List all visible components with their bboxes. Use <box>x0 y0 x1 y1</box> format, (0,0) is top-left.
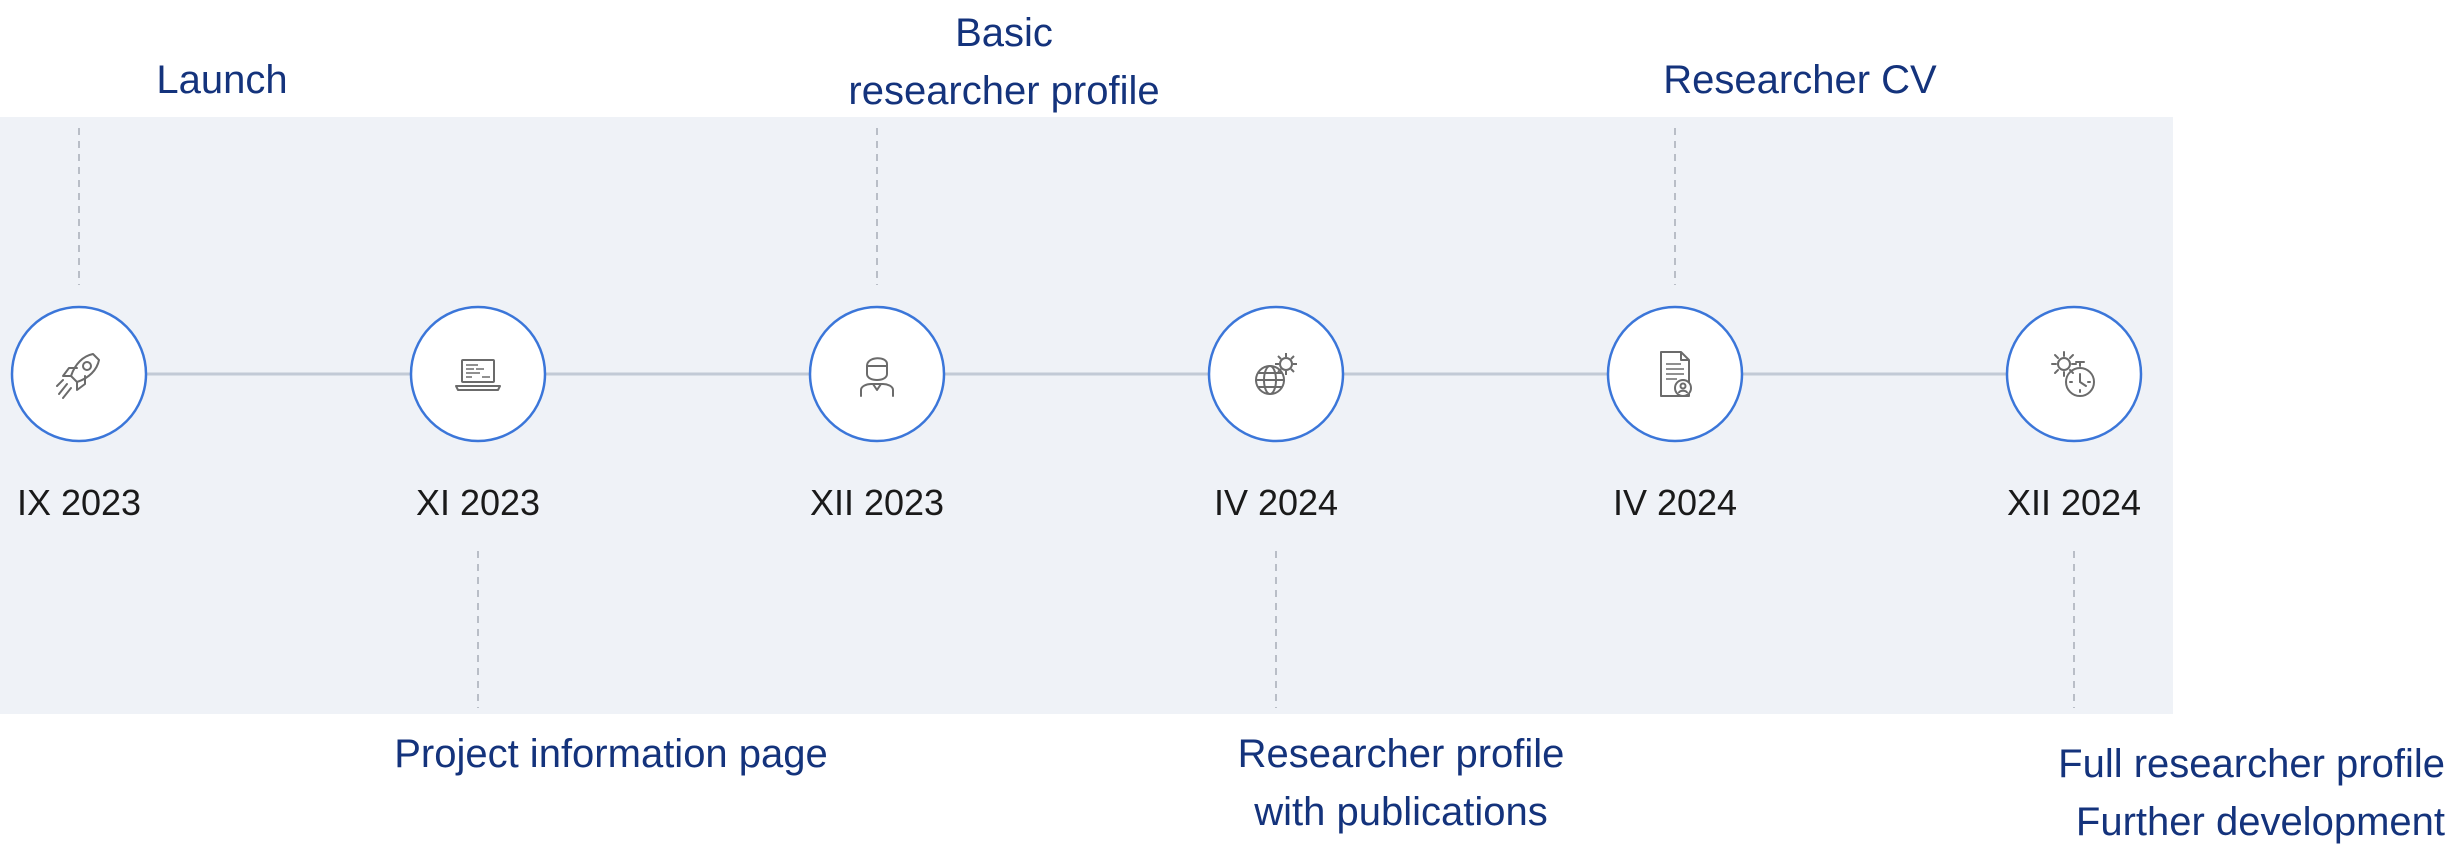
document-person-icon <box>1645 344 1705 404</box>
rocket-icon <box>49 344 109 404</box>
laptop-icon <box>448 344 508 404</box>
milestone-title-line: Launch <box>156 58 288 102</box>
milestone-node-circle <box>808 305 946 443</box>
milestone-title-line: Basic <box>955 11 1053 55</box>
milestone-title-basic-researcher-profile: Basic researcher profile <box>754 4 1254 120</box>
milestone-title-line: Researcher CV <box>1663 58 1937 102</box>
person-icon <box>847 344 907 404</box>
milestone-title-researcher-profile-with-publications: Researcher profile with publications <box>1151 725 1651 841</box>
milestone-node-circle <box>10 305 148 443</box>
milestone-title-line: Researcher profile <box>1237 732 1565 776</box>
milestone-date: XII 2023 <box>809 482 945 523</box>
milestone-date: XI 2023 <box>415 482 541 523</box>
gears-stopwatch-icon <box>2044 344 2104 404</box>
milestone-title-project-information-page: Project information page <box>361 725 861 783</box>
milestone-node-circle <box>2005 305 2143 443</box>
milestone-date: IV 2024 <box>1612 482 1738 523</box>
globe-gear-icon <box>1246 344 1306 404</box>
milestone-title-researcher-cv: Researcher CV <box>1550 51 2050 109</box>
milestone-date: IV 2024 <box>1213 482 1339 523</box>
timeline-background-band <box>0 117 2173 714</box>
milestone-date: XII 2024 <box>2006 482 2142 523</box>
milestone-title-line: researcher profile <box>848 69 1160 113</box>
milestone-node-circle <box>409 305 547 443</box>
milestone-title-line: with publications <box>1254 790 1548 834</box>
milestone-title-line: Project information page <box>394 732 828 776</box>
milestone-title-full-researcher-profile: Full researcher profile Further developm… <box>1945 735 2445 851</box>
milestone-title-line: Full researcher profile <box>2058 742 2445 786</box>
milestone-date: IX 2023 <box>16 482 142 523</box>
milestone-title-launch: Launch <box>0 51 472 109</box>
milestone-title-line: Further development <box>2075 800 2445 844</box>
